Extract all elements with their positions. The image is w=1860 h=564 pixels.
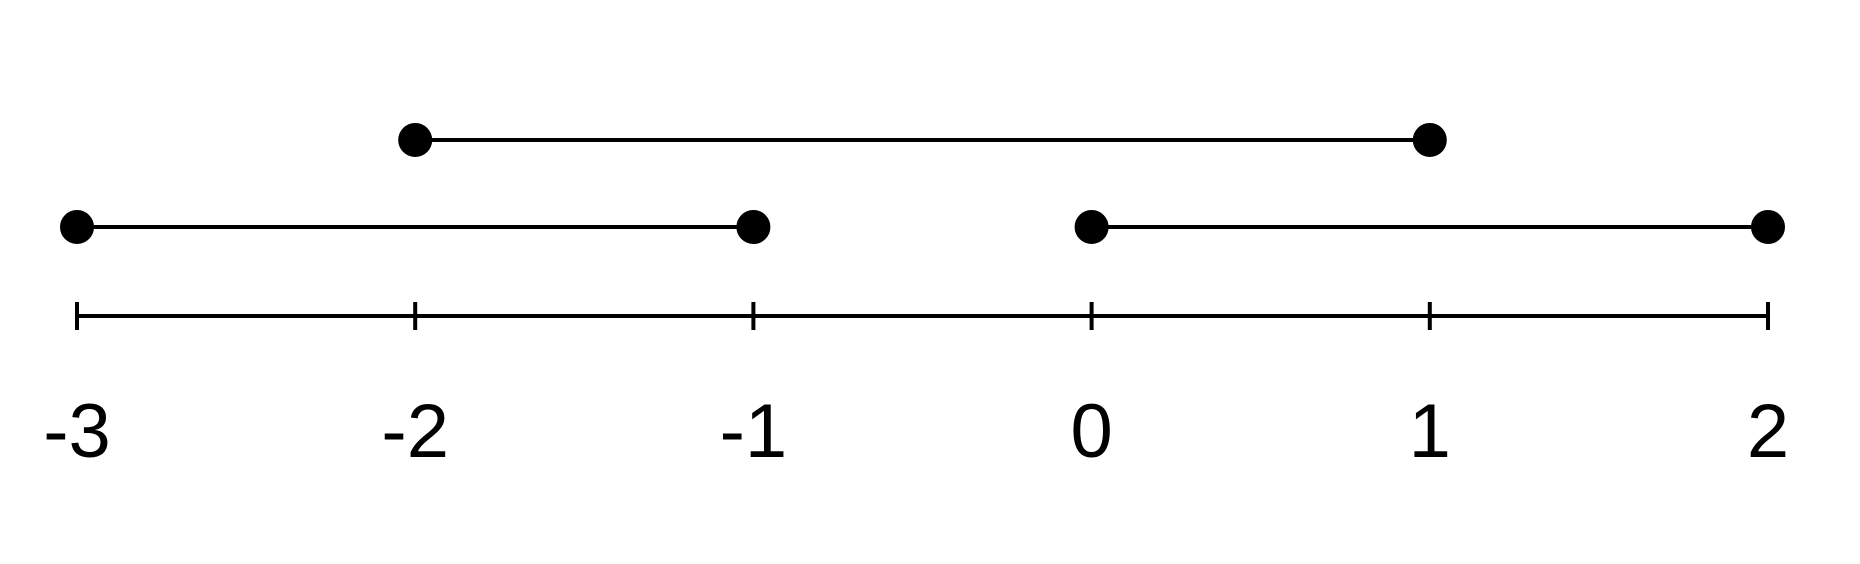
tick-label: 1 [1409,389,1451,474]
number-line-axis [75,302,1770,330]
interval [1074,210,1785,244]
tick-label: -2 [381,389,449,474]
interval [398,123,1447,157]
interval [60,210,771,244]
interval-end-endpoint [1751,210,1785,244]
interval-start-endpoint [60,210,94,244]
tick-labels: -3 -2 -1 0 1 2 [43,389,1789,474]
tick-label: -3 [43,389,111,474]
tick-label: -1 [720,389,788,474]
tick-label: 2 [1747,389,1789,474]
tick-label: 0 [1070,389,1112,474]
interval-end-endpoint [1412,123,1447,157]
intervals-layer [60,123,1785,244]
interval-start-endpoint [1074,210,1109,244]
interval-end-endpoint [736,210,771,244]
interval-start-endpoint [398,123,433,157]
